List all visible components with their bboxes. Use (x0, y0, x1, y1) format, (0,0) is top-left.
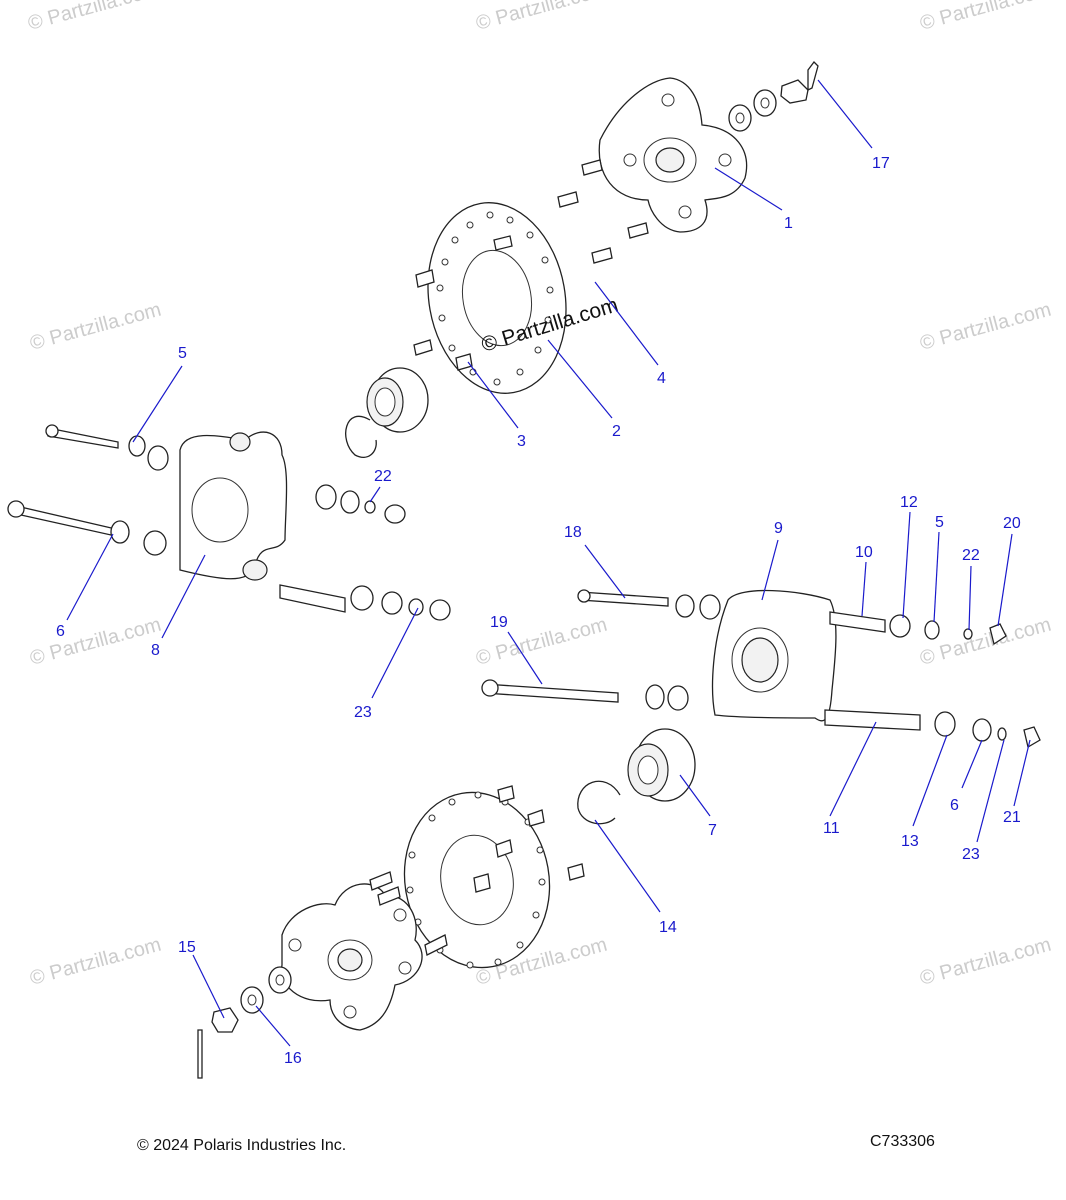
callout-2: 2 (612, 423, 621, 440)
callout-6b: 6 (950, 797, 959, 814)
callout-labels: 17 1 4 2 3 5 22 6 8 23 18 9 10 12 5 22 2… (56, 155, 1021, 1067)
left-spacers (110, 435, 169, 556)
callout-10: 10 (855, 544, 873, 561)
right-knuckle (711, 589, 837, 722)
upper-snap-ring (345, 415, 377, 458)
watermark: © Partzilla.com (28, 299, 164, 355)
callout-5b: 5 (935, 514, 944, 531)
upper-hub (598, 77, 748, 233)
left-right-side-parts (279, 484, 451, 621)
watermark: © Partzilla.com (26, 0, 162, 35)
lower-bearing (627, 728, 696, 802)
callout-leaders (66, 79, 1031, 1047)
lower-rotor-bolts (473, 785, 585, 893)
upper-bearing (366, 367, 429, 433)
callout-16: 16 (284, 1050, 302, 1067)
callout-6: 6 (56, 623, 65, 640)
upper-brake-rotor (427, 202, 567, 394)
callout-22b: 22 (962, 547, 980, 564)
left-knuckle (179, 431, 288, 581)
watermark: © Partzilla.com (918, 614, 1054, 670)
callout-22: 22 (374, 468, 392, 485)
lower-nut-washers (197, 966, 292, 1079)
callout-19: 19 (490, 614, 508, 631)
lower-hub (280, 871, 448, 1031)
callout-23: 23 (354, 704, 372, 721)
callout-3: 3 (517, 433, 526, 450)
callout-14: 14 (659, 919, 677, 936)
copyright-notice: © 2024 Polaris Industries Inc. (137, 1137, 347, 1154)
callout-21: 21 (1003, 809, 1021, 826)
lower-snap-ring (577, 780, 621, 825)
callout-4: 4 (657, 370, 666, 387)
callout-5: 5 (178, 345, 187, 362)
diagram-code: C733306 (870, 1133, 935, 1150)
right-bolts (481, 589, 669, 703)
upper-studs (557, 159, 649, 264)
right-bushings (645, 594, 1041, 749)
watermark: © Partzilla.com (918, 0, 1054, 35)
watermark: © Partzilla.com (28, 934, 164, 990)
callout-9: 9 (774, 520, 783, 537)
watermark: © Partzilla.com (474, 0, 610, 35)
callout-8: 8 (151, 642, 160, 659)
callout-20: 20 (1003, 515, 1021, 532)
left-bolts (7, 424, 121, 538)
watermark: © Partzilla.com (918, 934, 1054, 990)
callout-15: 15 (178, 939, 196, 956)
callout-18: 18 (564, 524, 582, 541)
callout-7: 7 (708, 822, 717, 839)
callout-23b: 23 (962, 846, 980, 863)
callout-12: 12 (900, 494, 918, 511)
callout-1: 1 (784, 215, 793, 232)
watermark: © Partzilla.com (918, 299, 1054, 355)
upper-rotor-bolts (413, 235, 513, 371)
upper-nut-washers (728, 61, 819, 132)
callout-11: 11 (823, 820, 840, 837)
watermark: © Partzilla.com (28, 614, 164, 670)
callout-17: 17 (872, 155, 890, 172)
callout-13: 13 (901, 833, 919, 850)
